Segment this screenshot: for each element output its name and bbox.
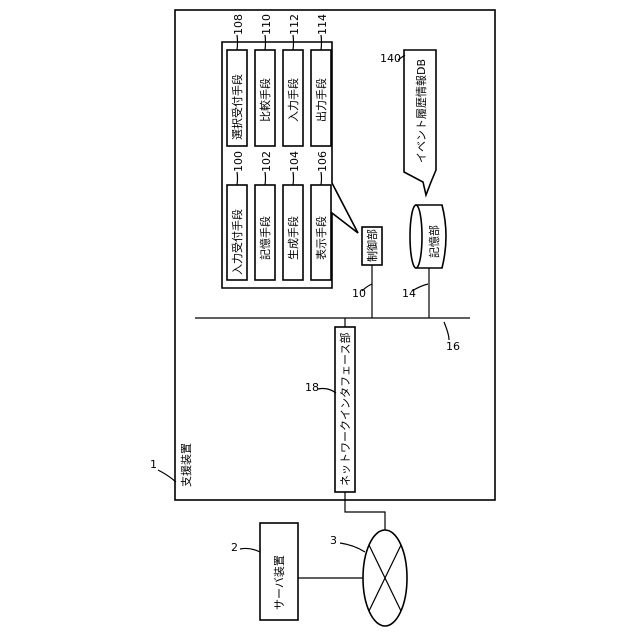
means-number-102: 102 — [260, 151, 273, 172]
support-device-number: 1 — [150, 458, 157, 471]
means-label-102: 記憶手段 — [258, 216, 272, 260]
means-number-106: 106 — [316, 151, 329, 172]
means-label-104: 生成手段 — [286, 216, 300, 260]
server-number: 2 — [231, 541, 238, 554]
storage-number: 14 — [402, 287, 416, 300]
bus-number: 16 — [446, 340, 460, 353]
means-number-112: 112 — [288, 14, 301, 35]
event-db-number: 140 — [380, 52, 401, 65]
server-label: サーバ装置 — [273, 555, 286, 610]
means-label-100: 入力受付手段 — [230, 209, 244, 275]
support-device-leader — [158, 470, 176, 482]
network-symbol — [363, 530, 407, 626]
means-number-114: 114 — [316, 14, 329, 35]
means-label-106: 表示手段 — [314, 216, 328, 260]
network-number: 3 — [330, 534, 337, 547]
means-number-100: 100 — [232, 151, 245, 172]
means-label-112: 入力手段 — [286, 78, 300, 122]
means-number-110: 110 — [260, 14, 273, 35]
network-interface-label: ネットワークインタフェース部 — [338, 333, 352, 486]
means-label-110: 比較手段 — [258, 78, 272, 122]
means-number-104: 104 — [288, 151, 301, 172]
event-db-label: イベント履歴情報DB — [415, 59, 428, 163]
support-device-label: 支援装置 — [179, 443, 193, 487]
controller-label: 制御部 — [365, 229, 379, 262]
means-number-108: 108 — [232, 14, 245, 35]
means-label-114: 出力手段 — [314, 78, 328, 122]
means-label-108: 選択受付手段 — [230, 74, 244, 140]
network-interface-number: 18 — [305, 381, 319, 394]
storage-label: 記憶部 — [427, 225, 441, 258]
